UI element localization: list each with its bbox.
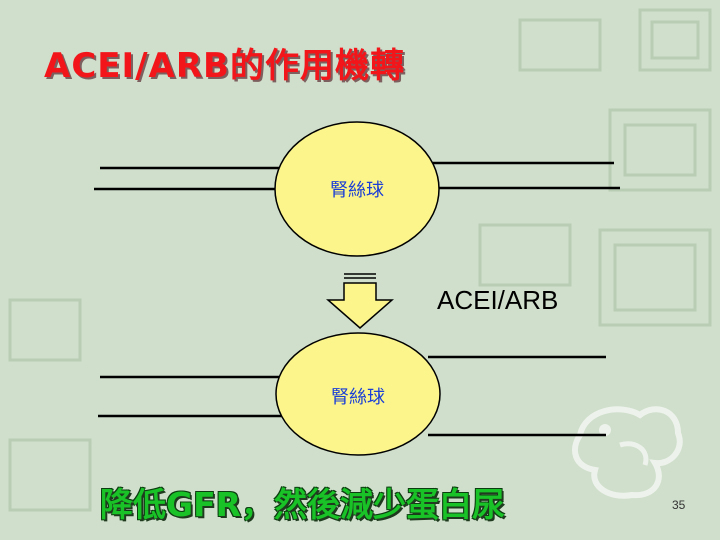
top-glomerulus-label: 腎絲球 — [330, 180, 384, 201]
bottom-glomerulus-label: 腎絲球 — [331, 387, 385, 408]
drug-label: ACEI/ARB — [437, 285, 559, 315]
dragon-ornament — [572, 406, 683, 499]
conclusion-text: 降低GFR，然後減少蛋白尿 — [100, 485, 506, 524]
down-arrow-icon — [326, 273, 394, 329]
bottom-glomerulus — [275, 332, 441, 456]
slide-number: 35 — [672, 498, 686, 512]
slide-title: ACEI/ARB的作用機轉 — [44, 46, 405, 86]
top-glomerulus — [274, 121, 440, 257]
